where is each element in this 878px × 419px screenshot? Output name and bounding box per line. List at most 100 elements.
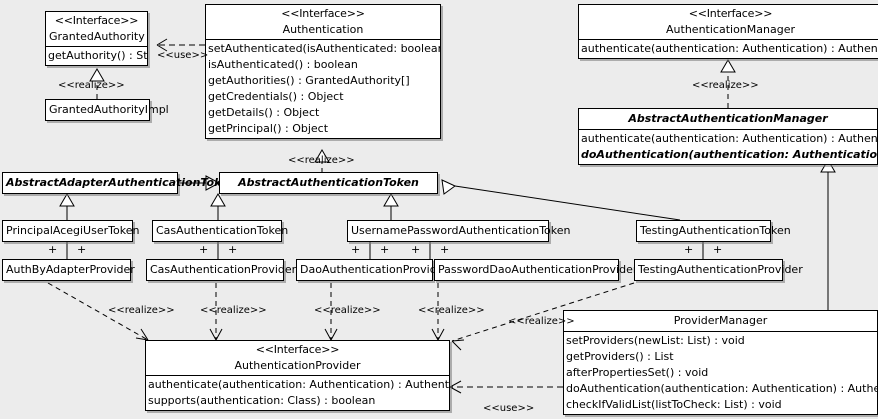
method-item: authenticate(authentication: Authenticat… bbox=[581, 42, 878, 55]
class-header: AbstractAuthenticationManager bbox=[579, 109, 877, 129]
class-provider-manager[interactable]: ProviderManager setProviders(newList: Li… bbox=[563, 310, 878, 415]
class-header: <<Interface>> AuthenticationProvider bbox=[146, 341, 449, 375]
class-name: GrantedAuthorityImpl bbox=[49, 103, 169, 116]
class-name: Authentication bbox=[282, 23, 364, 36]
association-marker-plus: + bbox=[380, 243, 390, 256]
class-granted-authority-impl[interactable]: GrantedAuthorityImpl bbox=[45, 99, 169, 121]
edge-label-use-authentication-grantedauthority: <<use>> bbox=[157, 50, 209, 61]
class-testing-authentication-provider[interactable]: TestingAuthenticationProvider bbox=[634, 259, 803, 281]
edge-generalization-providermanager bbox=[820, 159, 836, 310]
class-name: AbstractAuthenticationToken bbox=[238, 176, 419, 189]
edge-label-realize-casauthenticationprovider: <<realize>> bbox=[200, 305, 267, 316]
edge-use-providermanager-authenticationprovider bbox=[449, 380, 563, 394]
method-item: getAuthority() : String bbox=[48, 49, 147, 62]
edge-generalization-usernamepasswordauthenticationtoken bbox=[383, 193, 399, 220]
class-name: ProviderManager bbox=[673, 314, 768, 327]
class-abstract-authentication-manager[interactable]: AbstractAuthenticationManager authentica… bbox=[578, 108, 878, 165]
edge-label-realize-grantedauthorityimpl: <<realize>> bbox=[58, 80, 125, 91]
edge-label-realize-testingauthenticationprovider: <<realize>> bbox=[508, 316, 575, 327]
method-item: setAuthenticated(isAuthenticated: boolea… bbox=[208, 42, 440, 55]
class-header: TestingAuthenticationToken bbox=[637, 221, 791, 241]
edge-label-use-providermanager-authenticationprovider: <<use>> bbox=[483, 403, 535, 414]
class-cas-authentication-token[interactable]: CasAuthenticationToken bbox=[152, 220, 288, 242]
class-abstract-adapter-authentication-token[interactable]: AbstractAdapterAuthenticationToken bbox=[2, 172, 237, 194]
class-name: AuthByAdapterProvider bbox=[6, 263, 135, 276]
method-item: doAuthentication(authentication: Authent… bbox=[581, 148, 877, 161]
class-testing-authentication-token[interactable]: TestingAuthenticationToken bbox=[636, 220, 791, 242]
class-authentication[interactable]: <<Interface>> Authentication setAuthenti… bbox=[205, 4, 441, 139]
association-marker-plus: + bbox=[48, 243, 58, 256]
class-username-password-authentication-token[interactable]: UsernamePasswordAuthenticationToken bbox=[347, 220, 571, 242]
method-item: afterPropertiesSet() : void bbox=[566, 366, 709, 379]
class-name: CasAuthenticationProvider bbox=[150, 263, 297, 276]
class-password-dao-authentication-provider[interactable]: PasswordDaoAuthenticationProvider bbox=[434, 259, 638, 281]
association-marker-plus: + bbox=[684, 243, 694, 256]
method-item: getPrincipal() : Object bbox=[208, 122, 329, 135]
method-compartment: authenticate(authentication: Authenticat… bbox=[579, 129, 877, 164]
class-granted-authority[interactable]: <<Interface>> GrantedAuthority getAuthor… bbox=[45, 11, 148, 66]
class-name: AbstractAuthenticationManager bbox=[628, 112, 828, 125]
class-header: PasswordDaoAuthenticationProvider bbox=[435, 260, 638, 280]
class-header: UsernamePasswordAuthenticationToken bbox=[348, 221, 571, 241]
method-item: isAuthenticated() : boolean bbox=[208, 58, 358, 71]
edge-label-realize-passworddaoauthenticationprovider: <<realize>> bbox=[418, 305, 485, 316]
class-dao-authentication-provider[interactable]: DaoAuthenticationProvider bbox=[296, 259, 448, 281]
class-header: AuthByAdapterProvider bbox=[3, 260, 135, 280]
method-item: getAuthorities() : GrantedAuthority[] bbox=[208, 74, 410, 87]
method-item: setProviders(newList: List) : void bbox=[566, 334, 745, 347]
class-header: CasAuthenticationProvider bbox=[147, 260, 297, 280]
class-header: TestingAuthenticationProvider bbox=[635, 260, 803, 280]
stereotype-label: <<Interface>> bbox=[281, 7, 365, 20]
class-authentication-provider[interactable]: <<Interface>> AuthenticationProvider aut… bbox=[145, 340, 450, 411]
association-marker-plus: + bbox=[713, 243, 723, 256]
method-item: authenticate(authentication: Authenticat… bbox=[148, 378, 449, 391]
method-item: doAuthentication(authentication: Authent… bbox=[566, 382, 877, 395]
class-name: AbstractAdapterAuthenticationToken bbox=[6, 176, 237, 189]
edge-generalization-testingauthenticationtoken bbox=[441, 179, 681, 221]
class-header: AbstractAuthenticationToken bbox=[220, 173, 437, 193]
method-item: getProviders() : List bbox=[566, 350, 674, 363]
class-header: <<Interface>> GrantedAuthority bbox=[46, 12, 147, 46]
class-header: CasAuthenticationToken bbox=[153, 221, 288, 241]
class-header: PrincipalAcegiUserToken bbox=[3, 221, 140, 241]
association-marker-plus: + bbox=[77, 243, 87, 256]
class-cas-authentication-provider[interactable]: CasAuthenticationProvider bbox=[146, 259, 297, 281]
method-compartment: authenticate(authentication: Authenticat… bbox=[146, 375, 449, 410]
class-authentication-manager[interactable]: <<Interface>> AuthenticationManager auth… bbox=[578, 4, 878, 59]
method-compartment: authenticate(authentication: Authenticat… bbox=[579, 39, 878, 58]
class-principal-acegi-user-token[interactable]: PrincipalAcegiUserToken bbox=[2, 220, 140, 242]
method-compartment: setProviders(newList: List) : void getPr… bbox=[564, 331, 877, 414]
method-item: getCredentials() : Object bbox=[208, 90, 344, 103]
method-item: authenticate(authentication: Authenticat… bbox=[581, 132, 877, 145]
class-name: PasswordDaoAuthenticationProvider bbox=[438, 263, 638, 276]
stereotype-label: <<Interface>> bbox=[688, 7, 773, 20]
class-abstract-authentication-token[interactable]: AbstractAuthenticationToken bbox=[219, 172, 438, 194]
edge-label-realize-abstractauthenticationmanager: <<realize>> bbox=[692, 80, 759, 91]
edge-label-realize-abstractauthenticationtoken: <<realize>> bbox=[288, 155, 355, 166]
method-compartment: getAuthority() : String bbox=[46, 46, 147, 65]
class-name: GrantedAuthority bbox=[49, 30, 145, 43]
class-name: AuthenticationManager bbox=[666, 23, 795, 36]
association-marker-plus: + bbox=[411, 243, 421, 256]
class-name: TestingAuthenticationProvider bbox=[638, 263, 803, 276]
method-item: checkIfValidList(listToCheck: List) : vo… bbox=[566, 398, 782, 411]
association-marker-plus: + bbox=[351, 243, 361, 256]
class-name: PrincipalAcegiUserToken bbox=[6, 224, 140, 237]
class-name: AuthenticationProvider bbox=[234, 359, 361, 372]
class-auth-by-adapter-provider[interactable]: AuthByAdapterProvider bbox=[2, 259, 135, 281]
class-header: ProviderManager bbox=[564, 311, 877, 331]
stereotype-label: <<Interface>> bbox=[54, 14, 139, 27]
association-marker-plus: + bbox=[440, 243, 450, 256]
association-marker-plus: + bbox=[199, 243, 209, 256]
edge-generalization-casauthenticationtoken bbox=[210, 193, 226, 220]
class-header: GrantedAuthorityImpl bbox=[46, 100, 169, 120]
class-header: <<Interface>> Authentication bbox=[206, 5, 440, 39]
method-item: getDetails() : Object bbox=[208, 106, 320, 119]
edge-label-realize-authbyadapterprovider: <<realize>> bbox=[108, 305, 175, 316]
class-name: DaoAuthenticationProvider bbox=[300, 263, 448, 276]
class-name: UsernamePasswordAuthenticationToken bbox=[351, 224, 571, 237]
class-header: AbstractAdapterAuthenticationToken bbox=[3, 173, 237, 193]
edge-label-realize-daoauthenticationprovider: <<realize>> bbox=[314, 305, 381, 316]
method-compartment: setAuthenticated(isAuthenticated: boolea… bbox=[206, 39, 440, 138]
